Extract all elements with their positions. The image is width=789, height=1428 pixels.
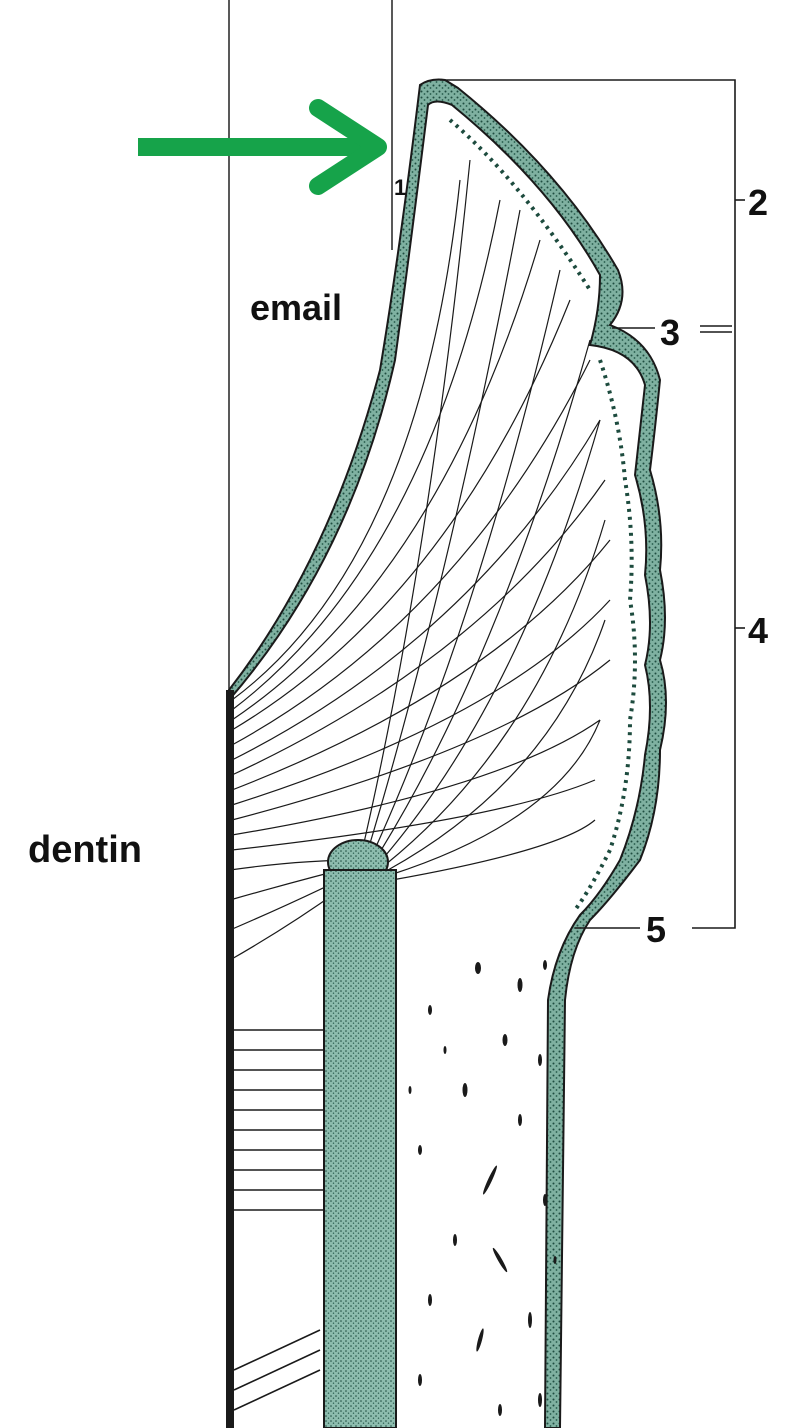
callout-4: 4	[748, 610, 768, 651]
callout-3: 3	[660, 312, 680, 353]
marker-1: 1	[394, 175, 406, 200]
fibre-fan	[230, 160, 610, 960]
dentin-label: dentin	[28, 829, 142, 871]
speckled-region	[409, 960, 557, 1416]
callout-2: 2	[748, 182, 768, 223]
enamel-label: email	[250, 287, 342, 328]
right-arrow-icon	[138, 108, 378, 186]
bracket-4	[692, 330, 735, 928]
crown	[229, 80, 666, 1428]
dentin-band	[226, 690, 325, 1428]
crown-enamel-layer	[229, 80, 666, 1428]
central-column	[324, 840, 396, 1428]
callout-5: 5	[646, 909, 666, 950]
inner-boundary	[450, 120, 635, 910]
